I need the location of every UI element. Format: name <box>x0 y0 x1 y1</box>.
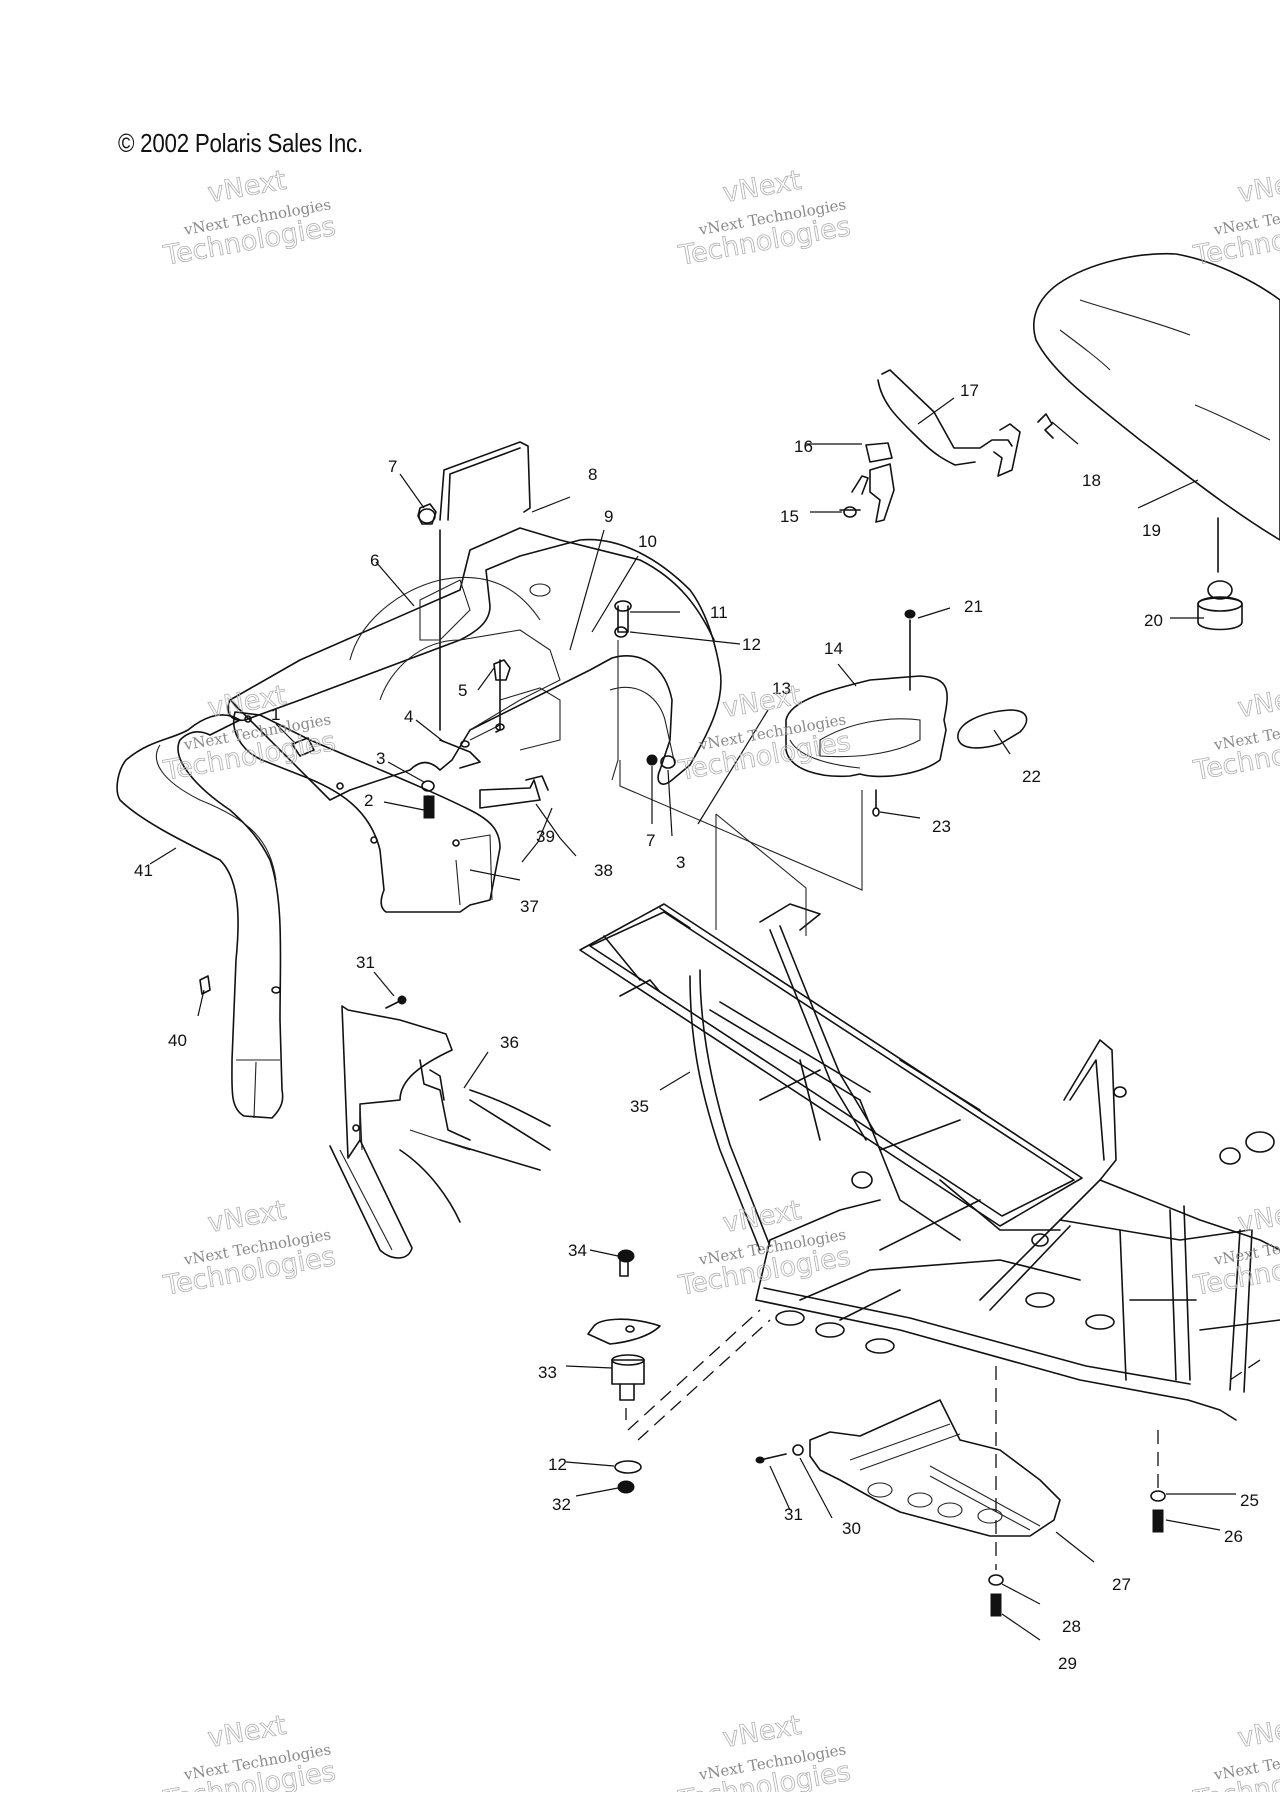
callout-8: 8 <box>588 465 597 484</box>
watermark-top: vNext <box>721 165 804 209</box>
box-fastener <box>872 789 880 817</box>
skid-plate <box>809 1399 1061 1537</box>
callout-13: 13 <box>772 679 791 698</box>
fasteners-upper <box>291 503 676 1009</box>
callout-15: 15 <box>780 507 799 526</box>
watermark-top: vNext <box>1236 1710 1280 1754</box>
callout-3b: 3 <box>676 853 685 872</box>
watermark-top: vNext <box>1236 1195 1280 1239</box>
callout-33: 33 <box>538 1363 557 1382</box>
callout-20: 20 <box>1144 611 1163 630</box>
callout-29: 29 <box>1058 1654 1077 1673</box>
callout-leaders <box>149 397 1236 1641</box>
watermark-top: vNext <box>206 1710 289 1754</box>
callout-27: 27 <box>1112 1575 1131 1594</box>
callout-35: 35 <box>630 1097 649 1116</box>
copyright-notice: © 2002 Polaris Sales Inc. <box>118 128 363 158</box>
watermark-top: vNext <box>1236 680 1280 724</box>
callout-30: 30 <box>842 1519 861 1538</box>
callout-10: 10 <box>638 532 657 551</box>
lid-seal <box>957 709 1028 749</box>
callout-16: 16 <box>794 437 813 456</box>
callout-18: 18 <box>1082 471 1101 490</box>
callout-6: 6 <box>370 551 379 570</box>
seat <box>1033 252 1280 541</box>
watermark-top: vNext <box>721 1710 804 1754</box>
main-frame <box>579 903 1280 1421</box>
seat-bumper <box>1197 517 1243 631</box>
assembly-guide-lines <box>619 760 1261 1570</box>
callout-41: 41 <box>134 861 153 880</box>
footwell-guard <box>116 714 284 1119</box>
watermark-top: vNext <box>1236 165 1280 209</box>
watermark-top: vNext <box>721 1195 804 1239</box>
callout-39: 39 <box>536 827 555 846</box>
callout-34: 34 <box>568 1241 587 1260</box>
callout-11: 11 <box>710 603 728 622</box>
callout-40: 40 <box>168 1031 187 1050</box>
callout-1: 1 <box>271 705 280 724</box>
callout-28: 28 <box>1062 1617 1081 1636</box>
callout-4: 4 <box>404 707 413 726</box>
callout-26: 26 <box>1224 1527 1243 1546</box>
callout-38: 38 <box>594 861 613 880</box>
footrest-panel <box>329 1005 551 1259</box>
callout-7b: 7 <box>646 831 655 850</box>
callout-22: 22 <box>1022 767 1041 786</box>
callout-37: 37 <box>520 897 539 916</box>
callout-12: 12 <box>742 635 761 654</box>
callout-32: 32 <box>552 1495 571 1514</box>
box-screw <box>904 609 916 691</box>
watermark-top: vNext <box>206 165 289 209</box>
callout-31: 31 <box>356 953 375 972</box>
watermark-top: vNext <box>721 680 804 724</box>
storage-box <box>785 675 948 778</box>
callout-9: 9 <box>604 507 613 526</box>
callout-labels: 1 2 3 3 4 5 6 7 7 8 9 10 11 12 12 13 14 … <box>134 381 1259 1673</box>
watermark-top: vNext <box>206 1195 289 1239</box>
callout-14: 14 <box>824 639 843 658</box>
callout-5: 5 <box>458 681 467 700</box>
callout-3: 3 <box>376 749 385 768</box>
callout-21: 21 <box>964 597 983 616</box>
callout-36: 36 <box>500 1033 519 1052</box>
callout-31b: 31 <box>784 1505 803 1524</box>
callout-12b: 12 <box>548 1455 567 1474</box>
frame-mount-parts <box>587 1249 661 1494</box>
seat-latch-assembly <box>839 369 1054 523</box>
side-fender-panel <box>233 711 501 913</box>
fender-bracket <box>479 775 549 809</box>
callout-23: 23 <box>932 817 951 836</box>
fasteners-lower <box>755 1444 1166 1617</box>
callout-25: 25 <box>1240 1491 1259 1510</box>
callout-17: 17 <box>960 381 979 400</box>
rear-fender <box>227 527 722 801</box>
rack-bracket <box>418 441 531 731</box>
callout-7: 7 <box>388 457 397 476</box>
callout-19: 19 <box>1142 521 1161 540</box>
callout-2: 2 <box>364 791 373 810</box>
